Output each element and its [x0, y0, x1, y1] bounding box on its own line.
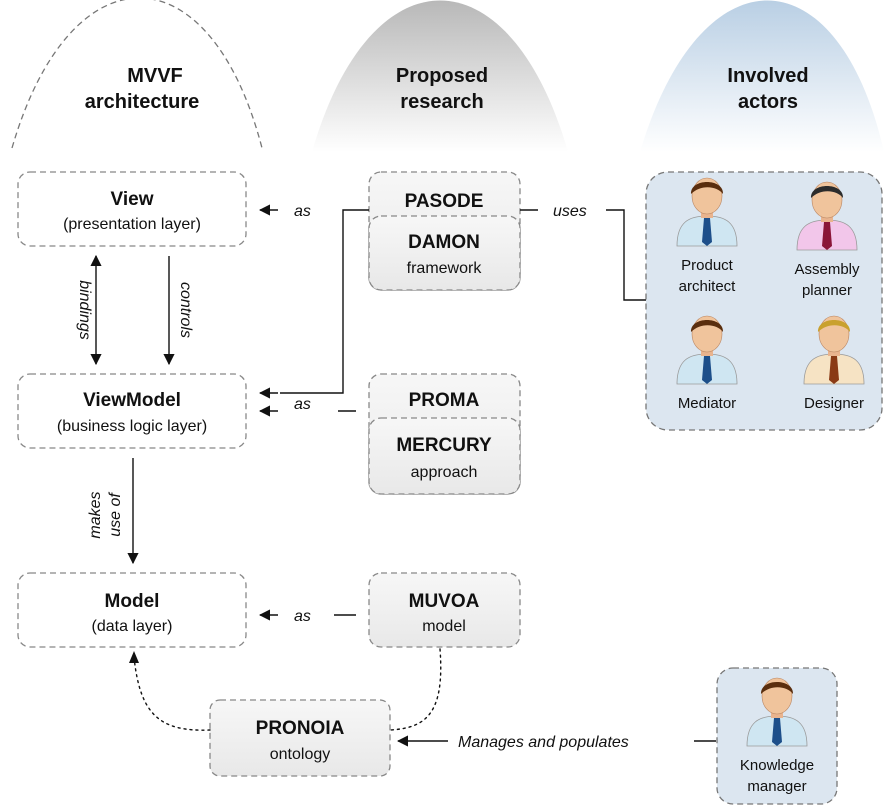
actors-header-line2: actors [738, 91, 798, 113]
as-viewmodel-label: as [294, 396, 311, 413]
bindings-label: bindings [76, 280, 93, 340]
pasode-title: PASODE [405, 191, 484, 212]
muvoa-subtitle: model [422, 618, 466, 635]
tie-shape [702, 356, 712, 384]
as-view-label: as [294, 203, 311, 220]
view-subtitle: (presentation layer) [63, 216, 201, 233]
hair-shape [690, 182, 724, 194]
mercury-subtitle: approach [411, 464, 478, 481]
mercury-box [368, 417, 521, 495]
damon-subtitle: framework [407, 260, 483, 277]
view-title: View [111, 189, 154, 210]
pasode-connector [280, 209, 369, 394]
model-title: Model [105, 591, 160, 612]
viewmodel-title: ViewModel [83, 390, 181, 411]
pronoia-title: PRONOIA [256, 718, 345, 739]
actor-product-architect: Product architect [676, 177, 738, 295]
mercury-title: MERCURY [396, 435, 492, 456]
hair-shape [817, 320, 851, 332]
controls-label: controls [177, 282, 194, 338]
actor-label-line1: Product [681, 257, 734, 274]
actor-assembly-planner: Assembly planner [794, 181, 860, 299]
mvvf-header-line2: architecture [85, 91, 200, 113]
makes-use-label-line2: use of [107, 492, 124, 537]
uses-label: uses [553, 203, 587, 220]
pronoia-to-model-arrowhead [129, 651, 139, 663]
actor-label-line1: Mediator [678, 395, 736, 412]
hair-shape [810, 186, 844, 198]
as-model-label: as [294, 608, 311, 625]
uses-connector-right [606, 209, 648, 301]
actors-panel [645, 171, 883, 431]
viewmodel-subtitle: (business logic layer) [57, 418, 207, 435]
view-box [17, 171, 247, 247]
damon-box [368, 215, 521, 291]
tie-shape [702, 218, 712, 246]
damon-title: DAMON [408, 232, 480, 253]
manages-label: Manages and populates [458, 734, 629, 751]
viewmodel-box [17, 373, 247, 449]
pronoia-subtitle: ontology [270, 746, 331, 763]
proma-title: PROMA [409, 390, 480, 411]
muvoa-to-pronoia-dotted [389, 648, 442, 731]
research-header-line2: research [400, 91, 483, 113]
tie-shape [772, 718, 782, 746]
actor-mediator: Mediator [676, 315, 738, 412]
hair-shape [760, 682, 794, 694]
muvoa-title: MUVOA [409, 591, 480, 612]
pronoia-box [209, 699, 391, 777]
actor-label-line1: Assembly [794, 261, 860, 278]
research-header-mound [312, 0, 568, 152]
actor-label-line1: Knowledge [740, 757, 814, 774]
actor-label-line1: Designer [804, 395, 864, 412]
actor-knowledge-manager: Knowledge manager [740, 677, 814, 795]
tie-shape [829, 356, 839, 384]
actor-label-line2: planner [802, 282, 852, 299]
mvvf-header-arc [11, 0, 263, 149]
makes-use-label-line1: makes [87, 491, 104, 538]
actor-label-line2: architect [679, 278, 737, 295]
model-subtitle: (data layer) [92, 618, 173, 635]
actor-label-line2: manager [747, 778, 806, 795]
actors-header-line1: Involved [727, 65, 808, 87]
actors-header-mound [640, 0, 884, 152]
model-box [17, 572, 247, 648]
research-header-line1: Proposed [396, 65, 488, 87]
mvvf-header-line1: MVVF [127, 65, 183, 87]
knowledge-manager-layer: Knowledge manager [740, 677, 814, 795]
tie-shape [822, 222, 832, 250]
muvoa-box [368, 572, 521, 648]
pronoia-to-model-dotted [133, 656, 211, 731]
hair-shape [690, 320, 724, 332]
actor-designer: Designer [803, 315, 865, 412]
